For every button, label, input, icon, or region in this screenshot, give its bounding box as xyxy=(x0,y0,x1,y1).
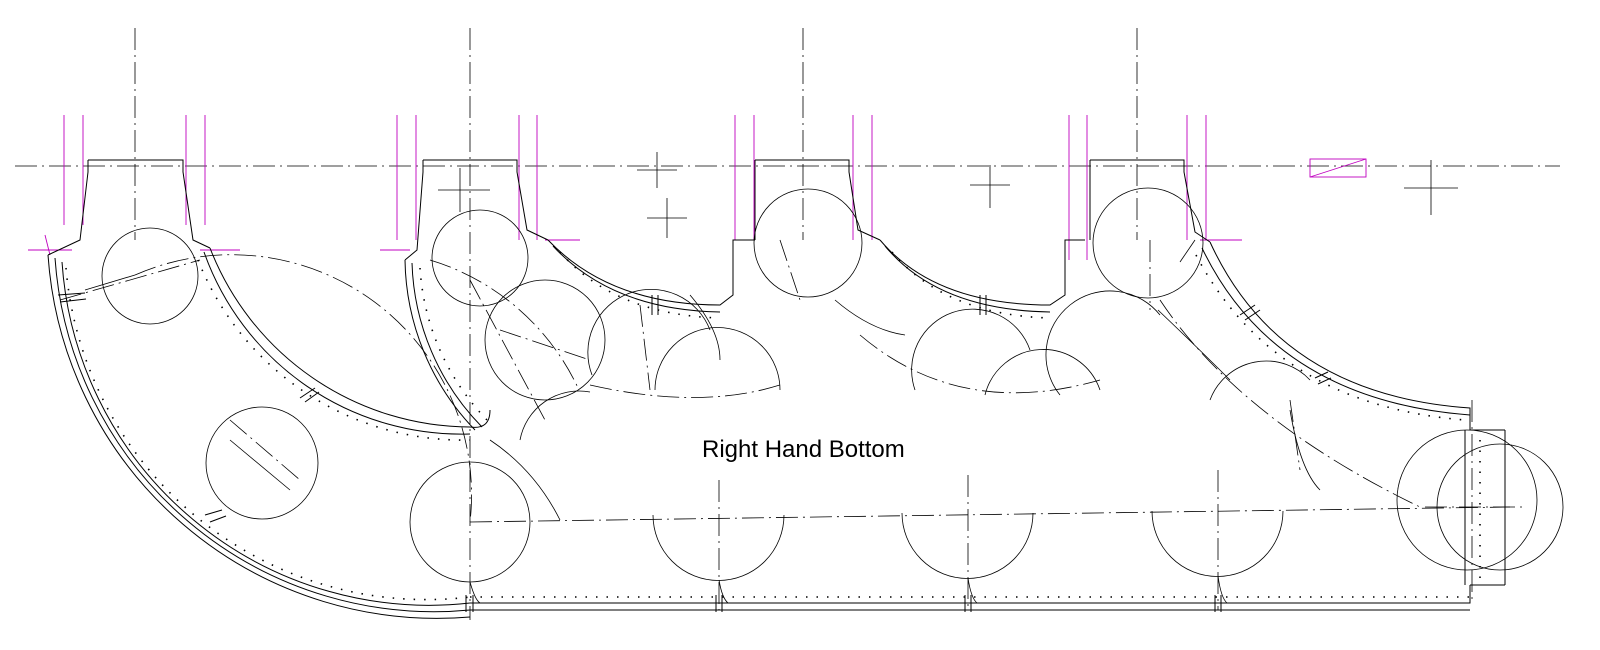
circles xyxy=(101,187,1564,604)
construction-lines xyxy=(28,115,1367,260)
cross-marks xyxy=(438,152,1458,238)
hole-rows xyxy=(65,251,1481,601)
centerlines xyxy=(15,28,1560,620)
drawing-label: Right Hand Bottom xyxy=(702,436,905,463)
outline xyxy=(47,159,1506,619)
leader-lines xyxy=(84,239,1196,491)
